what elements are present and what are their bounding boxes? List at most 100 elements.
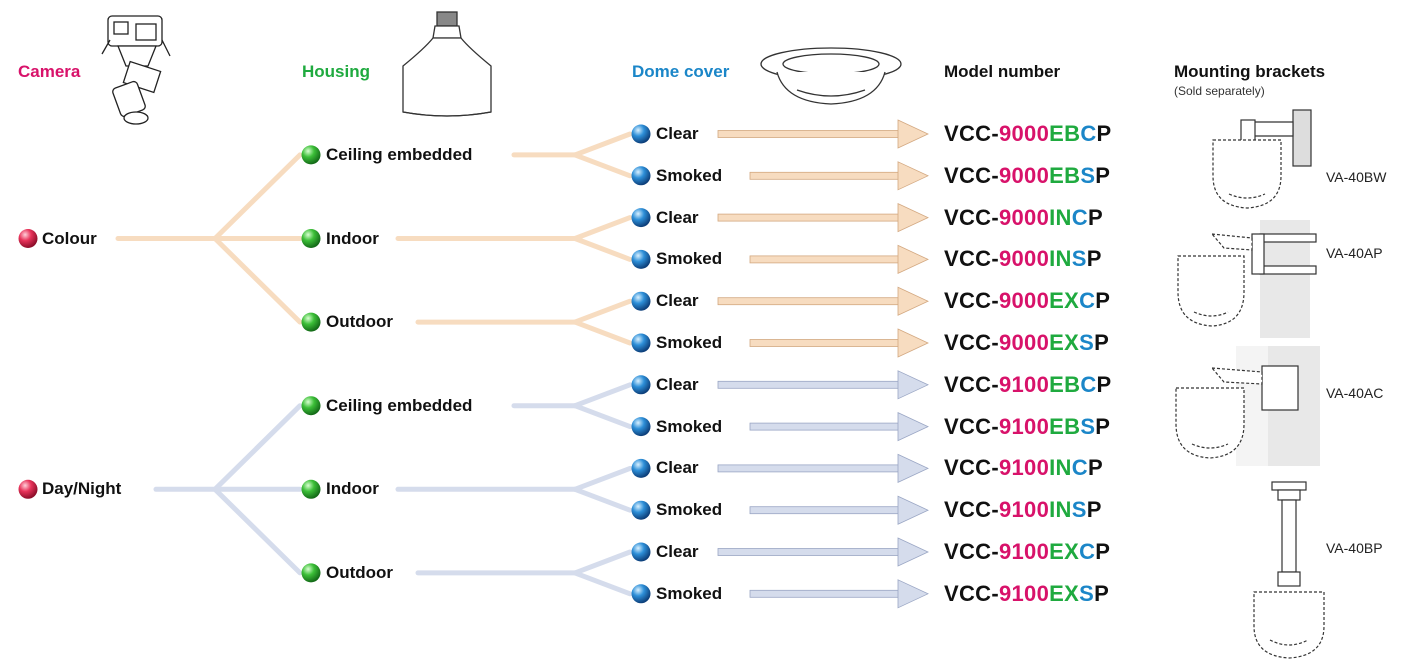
housing-option: Outdoor bbox=[326, 312, 394, 332]
bracket-label-pole: VA-40AP bbox=[1326, 245, 1383, 261]
camera-module-image bbox=[101, 15, 171, 125]
dome-option: Clear bbox=[656, 291, 699, 311]
housing-option: Indoor bbox=[326, 479, 379, 499]
housing-option: Ceiling embedded bbox=[326, 395, 473, 415]
arrow-shaft bbox=[717, 297, 901, 306]
model-prefix: VCC- bbox=[944, 497, 999, 523]
arrow-head bbox=[897, 161, 929, 191]
arrow-shaft bbox=[749, 506, 901, 515]
dome-bullet-icon bbox=[631, 249, 651, 269]
model-num: 9100 bbox=[998, 455, 1050, 481]
model-number: VCC-9000INSP bbox=[944, 246, 1102, 272]
dome-bullet-icon bbox=[631, 542, 651, 562]
dome-branch-line bbox=[572, 465, 633, 492]
housing-bullet-icon bbox=[301, 396, 321, 416]
dome-option: Clear bbox=[656, 374, 699, 394]
arrow-head bbox=[897, 244, 929, 275]
bracket-label-corner: VA-40AC bbox=[1326, 385, 1384, 401]
bracket-label-pendant: VA-40BP bbox=[1326, 540, 1383, 556]
dome-branch-line bbox=[572, 486, 633, 513]
model-number: VCC-9000EXSP bbox=[944, 330, 1109, 356]
model-number: VCC-9100EXSP bbox=[944, 581, 1109, 607]
sold-separately-note: (Sold separately) bbox=[1174, 84, 1265, 98]
dome-bullet-icon bbox=[631, 417, 651, 437]
arrow-head bbox=[897, 119, 929, 149]
arrow-head bbox=[897, 495, 929, 525]
model-prefix: VCC- bbox=[944, 580, 999, 606]
model-suffix: P bbox=[1095, 539, 1111, 564]
dome-option: Clear bbox=[656, 542, 699, 561]
model-num: 9100 bbox=[998, 580, 1050, 606]
model-dome: C bbox=[1080, 121, 1097, 146]
housing-bullet-icon bbox=[301, 145, 321, 165]
housing-bullet-icon bbox=[301, 563, 321, 583]
model-suffix: P bbox=[1086, 246, 1102, 272]
dome-bullet-icon bbox=[631, 124, 651, 144]
pendant-bracket-image bbox=[1253, 481, 1325, 659]
model-housing: EB bbox=[1049, 413, 1081, 439]
housing-bullet-icon bbox=[301, 312, 321, 332]
model-number: VCC-9000EXCP bbox=[944, 288, 1110, 314]
model-dome: C bbox=[1071, 204, 1088, 230]
dome-option: Smoked bbox=[656, 500, 723, 520]
dome-branch-line bbox=[572, 382, 633, 409]
model-num: 9100 bbox=[998, 413, 1050, 439]
dome-bullet-icon bbox=[631, 333, 651, 353]
model-dome: S bbox=[1079, 580, 1095, 606]
dome-branch-line bbox=[572, 131, 633, 158]
model-prefix: VCC- bbox=[944, 371, 999, 397]
pole-bracket-image bbox=[1177, 220, 1317, 338]
model-num: 9000 bbox=[998, 162, 1050, 188]
model-num: 9000 bbox=[998, 246, 1050, 272]
model-suffix: P bbox=[1094, 330, 1110, 355]
model-dome: S bbox=[1080, 413, 1096, 439]
model-num: 9000 bbox=[998, 288, 1050, 314]
model-housing: EB bbox=[1049, 371, 1081, 397]
dome-branch-line bbox=[572, 215, 633, 241]
model-housing: EX bbox=[1049, 288, 1080, 314]
model-number: VCC-9000INCP bbox=[944, 205, 1103, 231]
model-prefix: VCC- bbox=[944, 204, 999, 230]
dome-cover-image bbox=[760, 47, 902, 105]
model-dome: C bbox=[1079, 288, 1096, 314]
model-number: VCC-9000EBSP bbox=[944, 163, 1110, 189]
model-dome: C bbox=[1079, 539, 1096, 564]
model-number-header: Model number bbox=[944, 62, 1061, 81]
model-housing: EB bbox=[1049, 162, 1081, 188]
model-dome: C bbox=[1071, 455, 1088, 481]
camera-option: Colour bbox=[42, 228, 97, 248]
model-number: VCC-9100EBCP bbox=[944, 372, 1112, 398]
dome-bullet-icon bbox=[631, 166, 651, 186]
model-num: 9100 bbox=[998, 371, 1050, 397]
camera-bullet-icon bbox=[18, 479, 38, 499]
model-housing: EX bbox=[1049, 330, 1080, 355]
model-number: VCC-9100INSP bbox=[944, 497, 1102, 523]
model-suffix: P bbox=[1096, 121, 1112, 146]
model-suffix: P bbox=[1087, 204, 1103, 230]
wall-bracket-image bbox=[1212, 109, 1312, 209]
arrow-shaft bbox=[717, 464, 901, 473]
housing-branch-line bbox=[212, 403, 303, 492]
dome-branch-line bbox=[572, 570, 633, 597]
model-num: 9000 bbox=[998, 121, 1050, 146]
model-dome: S bbox=[1080, 162, 1096, 188]
arrow-shaft bbox=[717, 548, 901, 556]
dome-branch-line bbox=[572, 298, 633, 325]
model-dome: C bbox=[1080, 371, 1097, 397]
model-number: VCC-9100EBSP bbox=[944, 414, 1110, 440]
model-num: 9000 bbox=[998, 330, 1050, 355]
dome-option: Smoked bbox=[656, 583, 723, 603]
arrow-head bbox=[897, 411, 929, 442]
arrow-shaft bbox=[717, 130, 901, 138]
dome-option: Clear bbox=[656, 124, 699, 143]
model-num: 9100 bbox=[998, 497, 1050, 523]
model-prefix: VCC- bbox=[944, 539, 999, 564]
dome-option: Smoked bbox=[656, 249, 723, 269]
dome-bullet-icon bbox=[631, 584, 651, 604]
model-suffix: P bbox=[1095, 288, 1111, 314]
housing-option: Outdoor bbox=[326, 562, 394, 582]
model-num: 9000 bbox=[998, 204, 1050, 230]
arrow-shaft bbox=[749, 422, 901, 431]
camera-bullet-icon bbox=[18, 229, 38, 248]
